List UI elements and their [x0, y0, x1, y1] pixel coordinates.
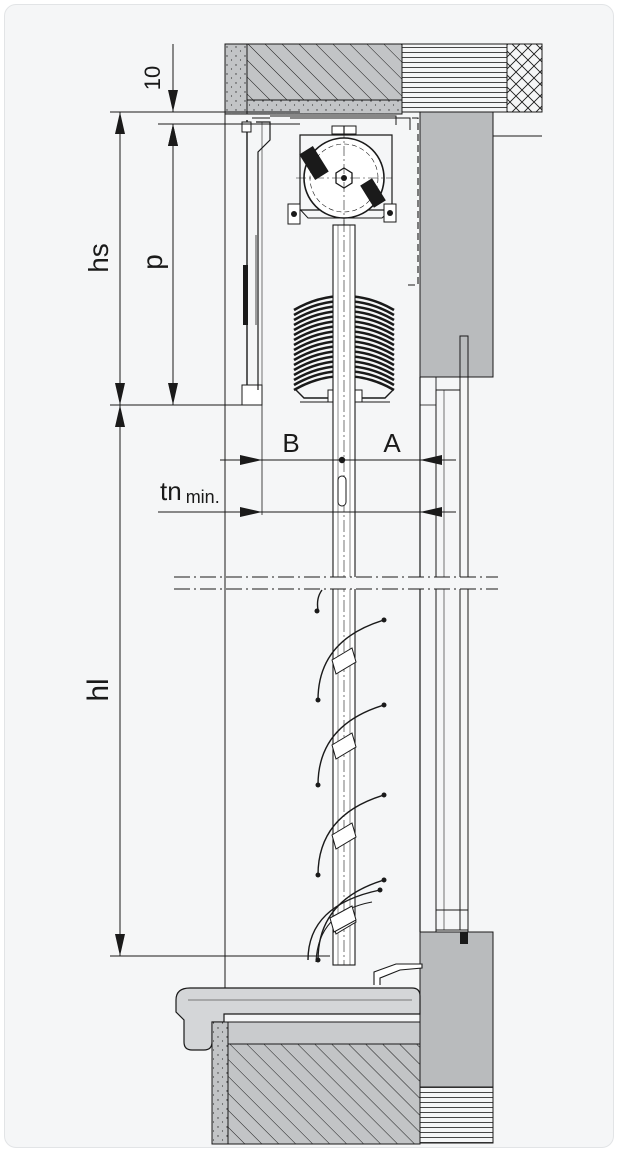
top-lintel: [224, 43, 543, 137]
motor-drum: [287, 125, 397, 225]
dimension-label-10: 10: [140, 66, 165, 90]
slat-connector: [331, 647, 357, 675]
dimension-label-a: A: [383, 428, 401, 458]
dimension-label-b: B: [282, 428, 299, 458]
bottom-masonry: [211, 1021, 421, 1145]
slat-end: [315, 957, 321, 963]
hanging-slat: [316, 589, 323, 611]
slat-end: [315, 697, 321, 703]
slat-connector: [331, 732, 357, 760]
dimension-label-p: p: [137, 254, 168, 270]
slat-end: [377, 887, 383, 893]
window-sill: [175, 963, 423, 1051]
slat-end: [314, 608, 320, 614]
dimension-label-tn-main: tn: [160, 476, 182, 506]
slat-end: [381, 617, 387, 623]
slat-connector: [329, 905, 357, 933]
right-wall: [419, 111, 494, 1144]
slat-end: [315, 872, 321, 878]
dimension-label-hs: hs: [83, 243, 114, 273]
hanging-slat: [317, 619, 385, 701]
hanging-slat: [317, 879, 385, 961]
reference-lines: [224, 112, 421, 988]
guide-rail: [332, 220, 356, 966]
hanging-slat: [317, 704, 385, 786]
hanging-slat: [317, 794, 385, 876]
dimension-label-tn-sub: min.: [186, 487, 220, 507]
slat-end: [315, 782, 321, 788]
hanging-slat: [307, 889, 381, 961]
slat-end: [381, 792, 387, 798]
slat-end: [381, 702, 387, 708]
hanging-slats: [307, 589, 387, 963]
dimension-label-hl: hl: [82, 678, 115, 701]
window-frame: [435, 335, 469, 944]
arrow-icon: [115, 90, 442, 956]
slat-end: [381, 877, 387, 883]
head-box: [241, 115, 419, 406]
slat-connector: [331, 822, 357, 850]
break-line: [174, 576, 498, 590]
